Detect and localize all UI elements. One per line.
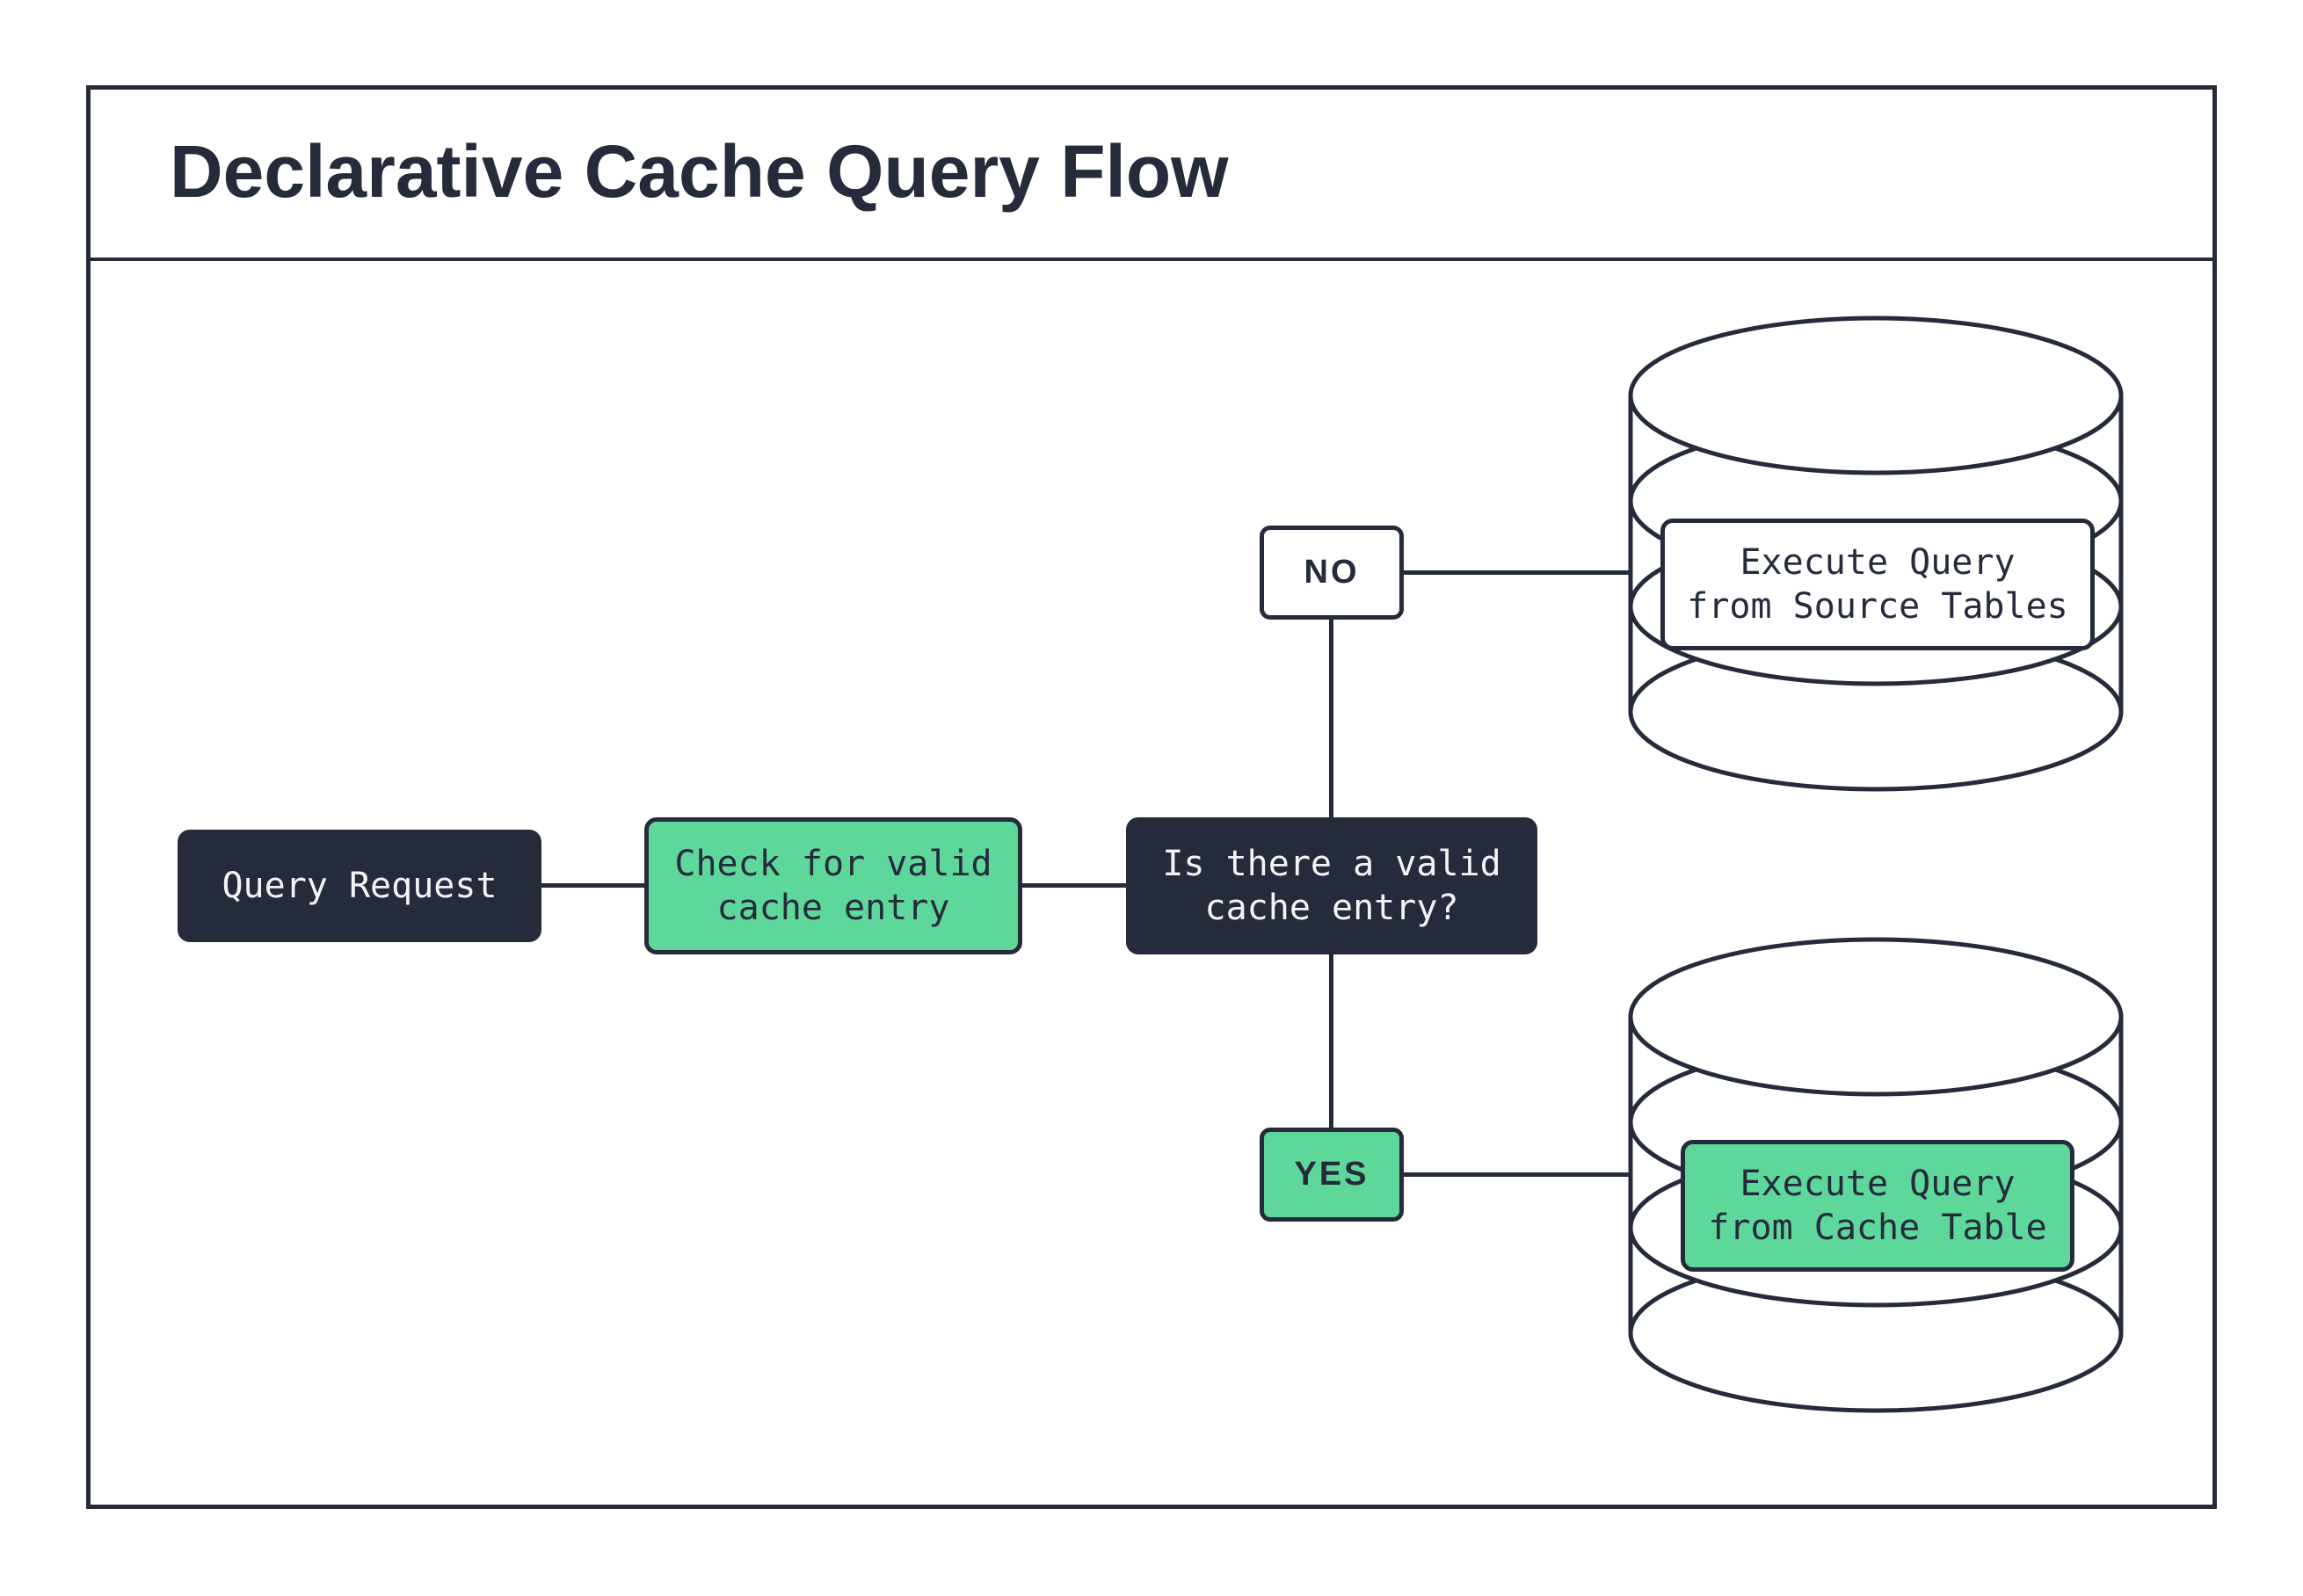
connector-query-to-check [541,883,646,888]
execute-cache-node: Execute Query from Cache Table [1681,1140,2074,1272]
yes-branch-tag: YES [1260,1128,1404,1222]
execute-source-node: Execute Query from Source Tables [1660,519,2095,650]
connector-check-to-decision [1021,883,1128,888]
query-request-node: Query Request [178,830,541,942]
cylinder-disk [1628,937,2124,1097]
no-branch-tag: NO [1260,526,1404,620]
check-cache-node: Check for valid cache entry [644,817,1022,954]
decision-node: Is there a valid cache entry? [1126,817,1537,954]
connector-decision-to-yes [1329,953,1333,1130]
diagram-frame [86,85,2217,1509]
cylinder-disk [1628,316,2124,475]
connector-no-to-source-db [1402,570,1631,575]
connector-yes-to-cache-db [1402,1172,1631,1177]
connector-decision-to-no [1329,618,1333,820]
diagram-header: Declarative Cache Query Flow [86,85,2217,261]
page-title: Declarative Cache Query Flow [170,130,1229,213]
